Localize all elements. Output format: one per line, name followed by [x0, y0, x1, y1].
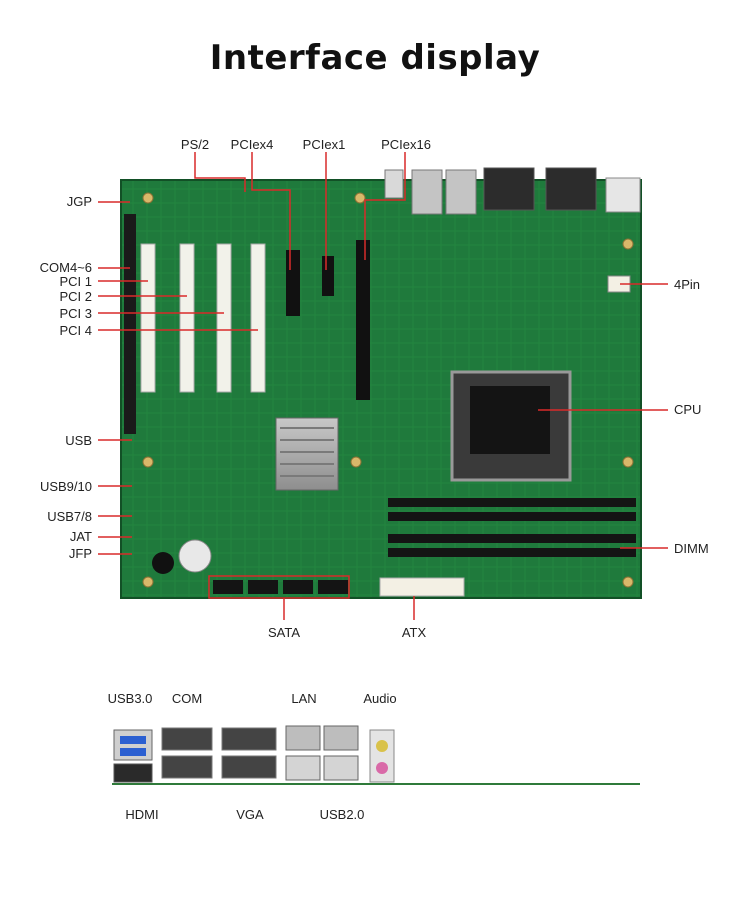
io-audio	[605, 177, 641, 213]
label-4pin: 4Pin	[674, 277, 701, 292]
label-hdmi: HDMI	[125, 807, 159, 822]
sata-port-1	[213, 580, 243, 594]
label-jfp: JFP	[68, 546, 92, 561]
cmos-battery	[178, 539, 212, 573]
label-com: COM	[171, 691, 203, 706]
cpu-socket-core	[470, 386, 550, 454]
page-title: Interface display	[209, 38, 541, 78]
label-usb: USB	[65, 433, 92, 448]
label-lan: LAN	[291, 691, 317, 706]
pci-slot-1	[140, 243, 156, 393]
pci-slot-2	[179, 243, 195, 393]
atx-connector	[379, 577, 465, 597]
sata-port-4	[318, 580, 348, 594]
label-usb20: USB2.0	[319, 807, 365, 822]
io-lan-2	[445, 169, 477, 215]
header-strip	[124, 214, 136, 434]
pci-slot-4	[250, 243, 266, 393]
vga-port-1	[221, 727, 277, 751]
vga-port-2	[221, 755, 277, 779]
label-pci4: PCI 4	[59, 323, 92, 338]
pcie-x4-slot	[286, 250, 300, 316]
sata-port-2	[248, 580, 278, 594]
lan-port-1	[285, 725, 321, 751]
label-com4-6: COM4~6	[39, 260, 92, 275]
lan-port-2	[323, 725, 359, 751]
label-usb9-10: USB9/10	[39, 479, 92, 494]
label-pci1: PCI 1	[59, 274, 92, 289]
dimm-slot-3	[388, 534, 636, 543]
usb2-port-1	[285, 755, 321, 781]
label-pci2: PCI 2	[59, 289, 92, 304]
label-cpu: CPU	[674, 402, 702, 417]
dimm-slot-2	[388, 512, 636, 521]
label-usb30: USB3.0	[107, 691, 153, 706]
io-db9-1	[483, 167, 535, 211]
io-lan-1	[411, 169, 443, 215]
dimm-slot-1	[388, 498, 636, 507]
label-pciex1: PCIex1	[302, 137, 346, 152]
label-pciex16: PCIex16	[381, 137, 431, 152]
label-atx: ATX	[401, 625, 427, 640]
pci-slot-3	[216, 243, 232, 393]
label-vga: VGA	[236, 807, 264, 822]
label-audio: Audio	[363, 691, 397, 706]
label-jgp: JGP	[66, 194, 92, 209]
label-jat: JAT	[69, 529, 92, 544]
io-db9-2	[545, 167, 597, 211]
hdmi-port	[113, 763, 153, 783]
label-pci3: PCI 3	[59, 306, 92, 321]
label-pciex4: PCIex4	[230, 137, 274, 152]
rear-io-panel	[112, 725, 640, 785]
usb2-port-2	[323, 755, 359, 781]
dimm-slot-4	[388, 548, 636, 557]
com-port-2	[161, 755, 213, 779]
pcie-x1-slot	[322, 256, 334, 296]
sata-port-3	[283, 580, 313, 594]
chipset-heatsink	[275, 417, 339, 491]
label-sata: SATA	[267, 625, 301, 640]
pcie-x16-slot	[356, 240, 370, 400]
label-usb7-8: USB7/8	[47, 509, 92, 524]
com-port-1	[161, 727, 213, 751]
label-ps2: PS/2	[180, 137, 210, 152]
audio-jack-stack	[369, 729, 395, 783]
io-usb-stack	[384, 169, 404, 199]
label-dimm: DIMM	[674, 541, 709, 556]
